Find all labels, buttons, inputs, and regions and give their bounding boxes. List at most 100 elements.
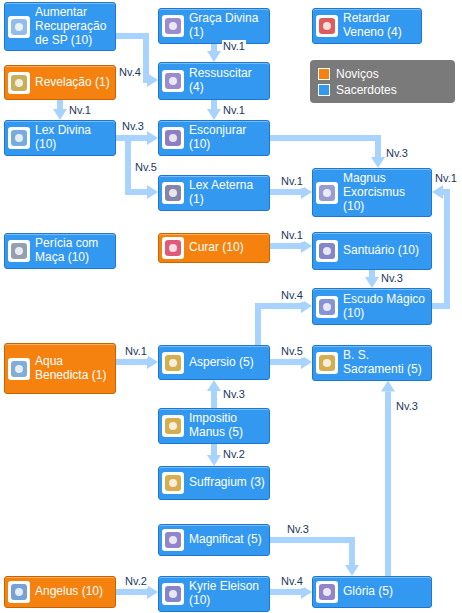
skill-name: Curar (10)	[189, 241, 265, 255]
skill-icon	[8, 16, 30, 38]
skill-icon	[316, 296, 338, 318]
skill-box: Aqua Benedicta (1)	[4, 343, 116, 394]
level-label: Nv.2	[124, 575, 148, 588]
skill-name: Ressuscitar (4)	[189, 67, 265, 95]
icon-art	[316, 296, 338, 318]
legend-text: Noviços	[336, 67, 379, 81]
prerequisite-arrow	[116, 359, 147, 365]
prerequisite-arrow	[258, 306, 301, 345]
icon-art	[316, 581, 338, 603]
icon-art	[316, 240, 338, 262]
skill-name: Lex Aeterna (1)	[189, 179, 265, 207]
skill-name: Angelus (10)	[35, 585, 111, 599]
level-label: Nv.3	[222, 388, 246, 401]
icon-art	[8, 72, 30, 94]
icon-art	[8, 127, 30, 149]
skill-icon	[162, 237, 184, 259]
legend-row: Noviços	[318, 67, 379, 81]
prerequisite-arrow	[116, 589, 147, 595]
level-label: Nv.1	[222, 104, 246, 117]
skill-icon	[8, 72, 30, 94]
icon-art	[162, 415, 184, 437]
level-label: Nv.4	[280, 289, 304, 302]
skill-icon	[162, 15, 184, 37]
level-label: Nv.3	[121, 120, 145, 133]
skill-box: Graça Divina (1)	[158, 8, 270, 44]
skill-name: Magnificat (5)	[189, 533, 265, 547]
skill-name: Impositio Manus (5)	[189, 412, 265, 440]
skill-icon	[8, 581, 30, 603]
prerequisite-arrow	[270, 540, 352, 565]
skill-icon	[162, 182, 184, 204]
prerequisite-arrow	[270, 589, 301, 595]
skill-name: Esconjurar (10)	[189, 124, 265, 152]
level-label: Nv.2	[222, 448, 246, 461]
level-label: Nv.1	[280, 175, 304, 188]
skill-box: Glória (5)	[312, 576, 432, 608]
prerequisite-arrow	[270, 243, 301, 249]
skill-box: Impositio Manus (5)	[158, 408, 270, 444]
icon-art	[162, 472, 184, 494]
skill-icon	[162, 352, 184, 374]
skill-name: Lex Divina (10)	[35, 124, 111, 152]
prerequisite-arrow	[270, 359, 301, 365]
skill-box: Santuário (10)	[312, 232, 432, 270]
skill-icon	[162, 415, 184, 437]
prerequisite-arrow	[57, 100, 63, 109]
level-label: Nv.3	[380, 272, 404, 285]
skill-box: Ressuscitar (4)	[158, 62, 270, 100]
skill-icon	[316, 581, 338, 603]
level-label: Nv.1	[222, 40, 246, 53]
prerequisite-arrow	[211, 444, 217, 455]
skill-icon	[316, 15, 338, 37]
skill-icon	[316, 352, 338, 374]
legend-text: Sacerdotes	[336, 83, 397, 97]
skill-box: Retardar Veneno (4)	[312, 8, 422, 44]
skill-icon	[8, 127, 30, 149]
skill-name: Perícia com Maça (10)	[35, 237, 111, 265]
prerequisite-arrow	[432, 192, 447, 306]
icon-art	[162, 352, 184, 374]
icon-art	[162, 182, 184, 204]
skill-name: Santuário (10)	[343, 244, 427, 258]
skill-box: Lex Aeterna (1)	[158, 175, 270, 211]
level-label: Nv.4	[280, 575, 304, 588]
level-label: Nv.3	[385, 147, 409, 160]
icon-art	[162, 529, 184, 551]
icon-art	[8, 581, 30, 603]
skill-box: Aumentar Recuperação de SP (10)	[4, 2, 116, 51]
level-label: Nv.5	[280, 345, 304, 358]
skill-name: Graça Divina (1)	[189, 12, 265, 40]
skill-name: Retardar Veneno (4)	[343, 12, 417, 40]
prerequisite-arrow	[211, 44, 217, 51]
skill-box: Kyrie Eleison (10)	[158, 576, 270, 612]
legend-row: Sacerdotes	[318, 83, 397, 97]
legend-panel: NoviçosSacerdotes	[310, 60, 455, 103]
skill-name: Magnus Exorcismus (10)	[343, 172, 427, 213]
prerequisite-arrow	[211, 391, 217, 408]
icon-art	[162, 237, 184, 259]
level-label: Nv.4	[118, 66, 142, 79]
skill-icon	[8, 240, 30, 262]
skill-box: Revelação (1)	[4, 65, 116, 100]
prerequisite-arrow	[270, 189, 301, 195]
prerequisite-arrow	[369, 270, 375, 277]
level-label: Nv.1	[280, 229, 304, 242]
level-label: Nv.3	[395, 400, 419, 413]
skill-box: Suffragium (3)	[158, 466, 270, 500]
skill-box: Magnus Exorcismus (10)	[312, 168, 432, 217]
icon-art	[162, 15, 184, 37]
icon-art	[8, 358, 30, 380]
skill-box: Aspersio (5)	[158, 345, 270, 380]
skill-icon	[162, 70, 184, 92]
skill-icon	[162, 472, 184, 494]
legend-swatch	[318, 84, 330, 96]
skill-icon	[162, 583, 184, 605]
skill-icon	[162, 127, 184, 149]
skill-box: Esconjurar (10)	[158, 120, 270, 156]
icon-art	[316, 352, 338, 374]
icon-art	[316, 15, 338, 37]
skill-box: Angelus (10)	[4, 576, 116, 608]
skill-name: Glória (5)	[343, 585, 427, 599]
